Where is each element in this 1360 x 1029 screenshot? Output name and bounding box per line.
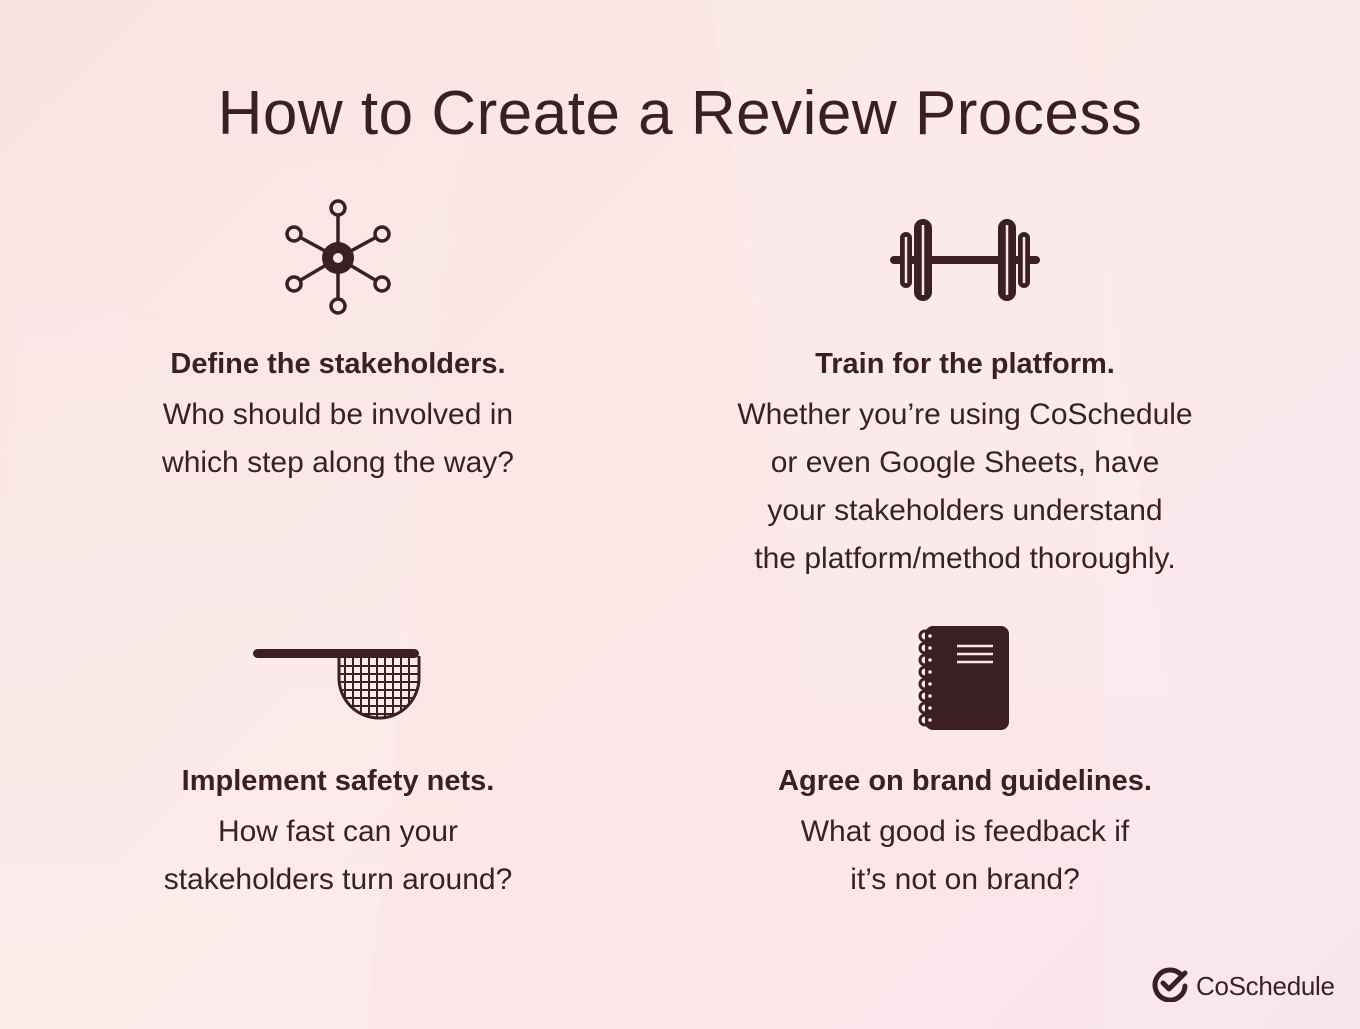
tip-body: How fast can your stakeholders turn arou…	[58, 808, 618, 904]
tip-body-line: the platform/method thoroughly.	[754, 542, 1176, 575]
tip-body-line: stakeholders turn around?	[163, 863, 513, 896]
tip-body: What good is feedback if it’s not on bra…	[680, 808, 1250, 904]
tip-body-line: What good is feedback if	[800, 815, 1130, 848]
tip-heading: Agree on brand guidelines.	[778, 765, 1152, 797]
brand-name: CoSchedule	[1196, 971, 1335, 1001]
tip-body-line: your stakeholders understand	[767, 494, 1163, 527]
coschedule-logo: CoSchedule	[1152, 966, 1335, 1007]
network-icon	[58, 198, 618, 318]
tip-body: Whether you’re using CoSchedule or even …	[680, 391, 1250, 583]
tip-heading: Define the stakeholders.	[170, 348, 506, 380]
tip-heading: Implement safety nets.	[181, 765, 495, 797]
tip-body-line: which step along the way?	[162, 446, 514, 479]
coschedule-check-icon	[1152, 966, 1188, 1007]
safety-net-icon	[58, 644, 618, 722]
page-title: How to Create a Review Process	[217, 79, 1143, 148]
tip-body-line: Whether you’re using CoSchedule	[737, 398, 1193, 431]
tip-body-line: Who should be involved in	[162, 398, 514, 431]
tip-body-line: or even Google Sheets, have	[770, 446, 1160, 479]
notebook-icon	[680, 624, 1250, 732]
tip-heading: Train for the platform.	[815, 348, 1115, 380]
dumbbell-icon	[680, 215, 1250, 305]
tip-body-line: How fast can your	[217, 815, 459, 848]
tip-body: Who should be involved in which step alo…	[58, 391, 618, 487]
tip-body-line: it’s not on brand?	[850, 863, 1080, 896]
